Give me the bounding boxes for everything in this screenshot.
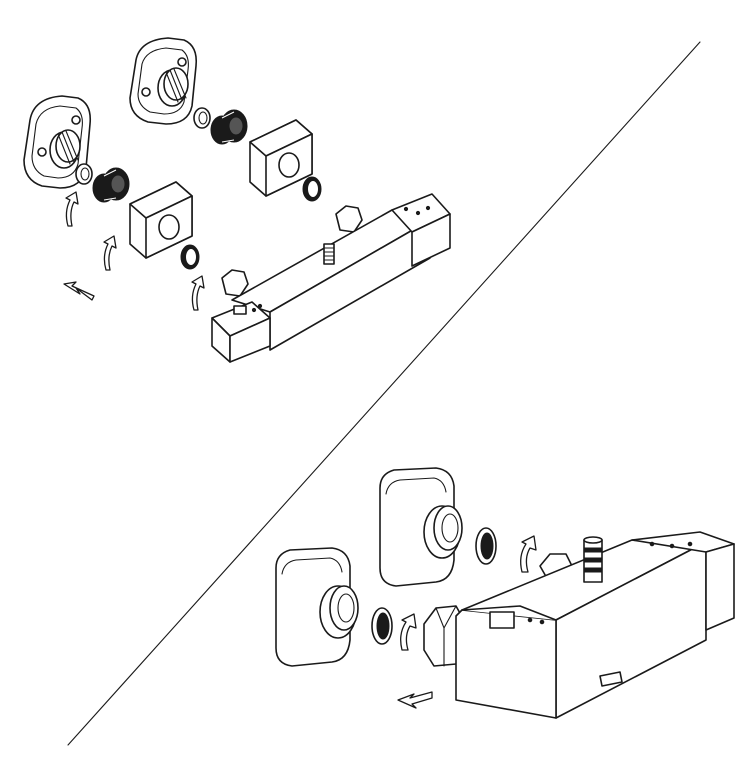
washer-icon	[371, 607, 393, 645]
rounded-cover-plate-icon	[379, 467, 463, 587]
top-panel	[23, 37, 451, 363]
threaded-connector-icon	[210, 109, 248, 145]
washer-icon	[180, 244, 200, 270]
curved-arrow-icon	[520, 535, 537, 573]
washer-icon	[475, 527, 497, 565]
threaded-connector-icon	[92, 167, 130, 203]
curved-arrow-icon	[400, 613, 417, 651]
straight-arrow-icon	[63, 281, 95, 301]
rounded-cover-plate-icon	[275, 547, 359, 667]
washer-icon	[193, 107, 211, 129]
wall-bracket-icon	[23, 95, 92, 189]
thermostatic-valve-icon	[211, 193, 451, 363]
curved-arrow-icon	[191, 275, 205, 311]
washer-icon	[75, 163, 93, 185]
square-cover-plate-icon	[249, 119, 313, 197]
curved-arrow-icon	[65, 191, 79, 227]
curved-arrow-icon	[103, 235, 117, 271]
washer-icon	[302, 176, 322, 202]
thermostatic-valve-icon	[423, 531, 735, 719]
straight-arrow-icon	[397, 691, 433, 709]
square-cover-plate-icon	[129, 181, 193, 259]
diagonal-divider-line	[67, 41, 701, 746]
bottom-panel	[275, 467, 735, 719]
wall-bracket-icon	[129, 37, 198, 125]
